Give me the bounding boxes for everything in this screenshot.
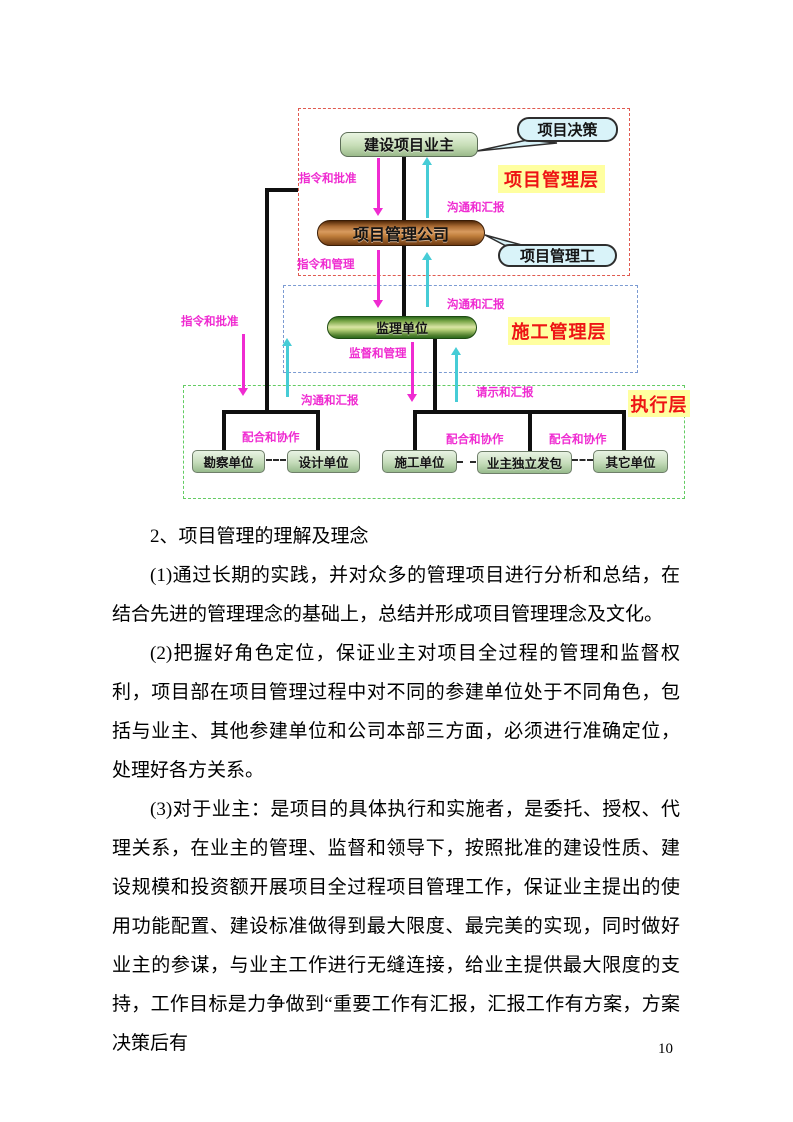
- node-supervisor: 监理单位: [327, 316, 477, 339]
- peer-connector: [572, 459, 593, 461]
- layer-label-construction-text: 施工管理层: [511, 322, 607, 342]
- layer-label-management-text: 项目管理层: [504, 170, 599, 190]
- node-other-label: 其它单位: [605, 456, 656, 470]
- edge-label-coop-3: 配合和协作: [549, 434, 607, 446]
- edge-label-cmd-approve-2: 指令和批准: [181, 316, 239, 328]
- layer-label-management: 项目管理层: [498, 165, 605, 193]
- section-heading: 2、项目管理的理解及理念: [150, 526, 369, 547]
- node-owner: 建设项目业主: [340, 132, 478, 157]
- org-structure-diagram: 建设项目业主 项目管理公司 监理单位 勘察单位 设计单位 施工单位 业主独立发包…: [0, 0, 793, 510]
- node-owner-direct: 业主独立发包: [477, 451, 572, 474]
- connector-line: [265, 188, 298, 192]
- node-pm-company: 项目管理公司: [317, 220, 485, 246]
- body-text: 2、项目管理的理解及理念 (1)通过长期的实践，并对众多的管理项目进行分析和总结…: [112, 517, 680, 1063]
- page-number: 10: [658, 1041, 673, 1057]
- callout-decision: 项目决策: [517, 117, 618, 142]
- construction-layer-frame: [283, 285, 638, 373]
- body-paragraph-2: (2)把握好角色定位，保证业主对项目全过程的管理和监督权利，项目部在项目管理过程…: [112, 643, 680, 781]
- layer-label-execution-text: 执行层: [630, 394, 688, 415]
- node-owner-label: 建设项目业主: [363, 137, 454, 154]
- connector-line: [433, 338, 437, 414]
- edge-label-supervise-manage: 监督和管理: [349, 348, 407, 360]
- node-design: 设计单位: [287, 450, 360, 473]
- command-arrow-down: [407, 342, 417, 402]
- management-layer-frame: [298, 108, 630, 276]
- connector-line: [413, 410, 626, 414]
- node-design-label: 设计单位: [298, 456, 349, 470]
- connector-line: [316, 410, 320, 450]
- peer-connector: [457, 461, 476, 463]
- report-arrow-up: [282, 338, 292, 397]
- connector-line: [413, 410, 417, 450]
- report-arrow-up: [422, 157, 432, 218]
- node-survey-label: 勘察单位: [203, 456, 254, 470]
- callout-pm-work-label: 项目管理工: [519, 248, 595, 265]
- callout-pm-work: 项目管理工: [498, 244, 617, 267]
- node-construction: 施工单位: [382, 450, 457, 473]
- node-construction-label: 施工单位: [394, 456, 445, 470]
- body-paragraph-1: (1)通过长期的实践，并对众多的管理项目进行分析和总结，在结合先进的管理理念的基…: [112, 565, 680, 625]
- command-arrow-down: [238, 334, 248, 396]
- command-arrow-down: [373, 158, 383, 216]
- connector-line: [222, 410, 226, 450]
- connector-line: [222, 410, 320, 414]
- body-paragraph-3: (3)对于业主：是项目的具体执行和实施者，是委托、授权、代理关系，在业主的管理、…: [112, 799, 680, 1054]
- node-other: 其它单位: [593, 450, 668, 473]
- edge-label-coop-1: 配合和协作: [242, 432, 300, 444]
- report-arrow-up: [451, 347, 461, 402]
- report-arrow-up: [422, 252, 432, 307]
- peer-connector: [266, 459, 286, 461]
- edge-label-cmd-approve-1: 指令和批准: [299, 173, 357, 185]
- connector-line: [265, 188, 269, 414]
- callout-decision-label: 项目决策: [537, 122, 598, 139]
- edge-label-cmd-manage: 指令和管理: [297, 259, 355, 271]
- connector-line: [528, 410, 532, 451]
- edge-label-comm-report-1: 沟通和汇报: [447, 202, 505, 214]
- node-owner-direct-label: 业主独立发包: [486, 457, 562, 471]
- layer-label-construction: 施工管理层: [508, 317, 610, 345]
- layer-label-execution: 执行层: [628, 390, 690, 417]
- node-survey: 勘察单位: [192, 450, 265, 473]
- node-pm-company-label: 项目管理公司: [352, 227, 449, 244]
- edge-label-comm-report-3: 沟通和汇报: [301, 395, 359, 407]
- node-supervisor-label: 监理单位: [375, 321, 428, 336]
- connector-line: [622, 410, 626, 450]
- edge-label-comm-report-2: 沟通和汇报: [447, 299, 505, 311]
- edge-label-coop-2: 配合和协作: [446, 434, 504, 446]
- edge-label-request-report: 请示和汇报: [476, 387, 534, 399]
- command-arrow-down: [373, 250, 383, 308]
